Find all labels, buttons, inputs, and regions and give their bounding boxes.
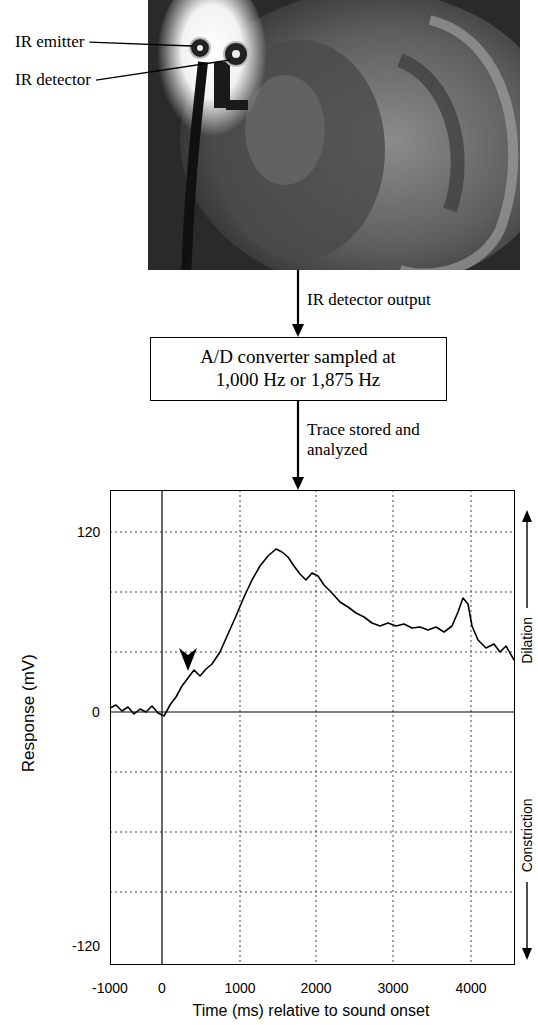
ir-detector <box>232 50 240 58</box>
grid-line <box>240 490 241 965</box>
grid-line <box>393 490 394 965</box>
grid-line <box>471 490 472 965</box>
leader-line <box>89 42 192 46</box>
arrow-head <box>522 948 532 960</box>
axis-title: Response (mV) <box>19 654 39 772</box>
grid-line <box>110 592 515 593</box>
tick-label: 0 <box>158 980 166 997</box>
ear-photo <box>148 0 520 270</box>
tick-label: 1000 <box>225 980 256 997</box>
ear-fold <box>400 60 458 210</box>
direction-label: Dilation <box>518 617 535 664</box>
tick-label: -120 <box>72 938 100 955</box>
process-box: A/D converter sampled at 1,000 Hz or 1,8… <box>150 337 447 401</box>
tick-label: 3000 <box>378 980 409 997</box>
grid-line <box>110 892 515 893</box>
ir-detector <box>224 42 248 66</box>
onset-marker <box>179 648 197 671</box>
tick-label: -1000 <box>92 980 128 997</box>
ear-helix <box>400 20 513 270</box>
grid <box>110 490 515 965</box>
part-label: IR emitter <box>15 32 84 52</box>
grid-line <box>110 772 515 773</box>
direction-label: Constriction <box>519 798 536 872</box>
arrow-head <box>292 324 304 337</box>
direction-arrow <box>526 520 527 608</box>
arrow-head <box>292 477 304 490</box>
tick-label: 0 <box>92 704 100 721</box>
part-label: IR detector <box>15 70 91 90</box>
arrow-head <box>522 510 532 522</box>
ir-emitter <box>190 38 210 58</box>
light-glow <box>157 0 267 145</box>
axis-title: Time (ms) relative to sound onset <box>193 1001 430 1020</box>
onset-line <box>161 490 162 965</box>
zero-line <box>110 711 515 712</box>
grid-line <box>316 490 317 965</box>
tick-label: 4000 <box>456 980 487 997</box>
tick-label: 120 <box>77 524 100 541</box>
tick-label: 2000 <box>301 980 332 997</box>
edge-label: Trace stored and analyzed <box>307 420 437 461</box>
edge-label: IR detector output <box>307 290 431 310</box>
direction-arrow <box>526 882 527 950</box>
probe-cable <box>186 62 203 270</box>
flow-arrow <box>297 401 299 480</box>
grid-line <box>110 832 515 833</box>
response-trace <box>110 549 514 716</box>
leader-line <box>96 60 230 80</box>
probe-bracket <box>226 100 248 110</box>
photo-frame: IR emitterIR detector <box>148 0 520 270</box>
flow-arrow <box>297 270 299 327</box>
box-text: A/D converter sampled at 1,000 Hz or 1,8… <box>178 346 418 392</box>
plot-frame: Response (mV)Time (ms) relative to sound… <box>110 490 515 965</box>
ir-emitter <box>197 45 203 51</box>
grid-line <box>110 652 515 653</box>
grid-line <box>110 532 515 533</box>
